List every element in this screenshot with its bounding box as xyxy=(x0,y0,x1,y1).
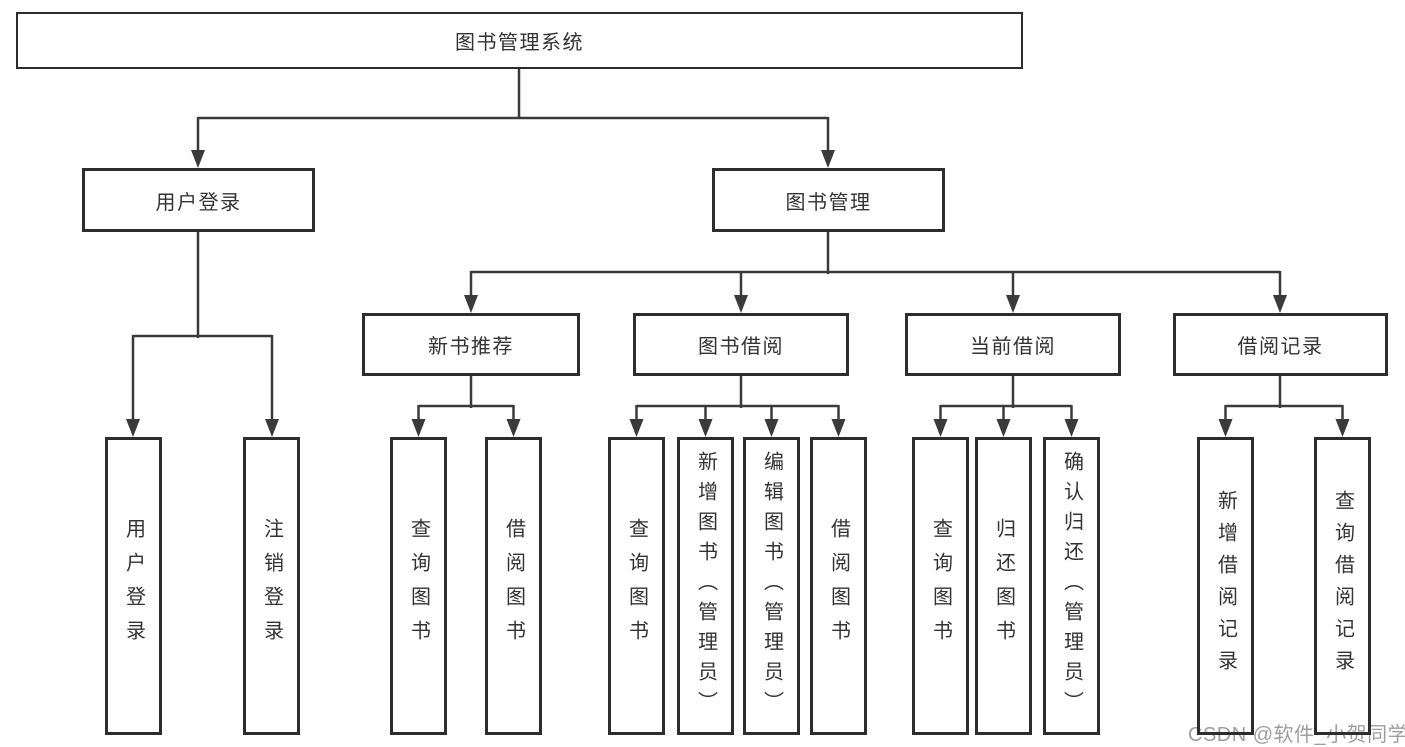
connector-current-borrow xyxy=(933,376,1079,437)
leaf-user-login: 用户登录 xyxy=(105,437,162,735)
leaf-return-book-label: 归还图书 xyxy=(992,518,1015,654)
leaf-borrow-book-2: 借阅图书 xyxy=(810,437,867,735)
leaf-logout-label: 注销登录 xyxy=(260,518,283,654)
leaf-query-book-2: 查询图书 xyxy=(608,437,665,735)
leaf-confirm-return-admin: 确认归还（管理员） xyxy=(1043,437,1100,735)
leaf-add-borrow-record: 新增借阅记录 xyxy=(1197,437,1254,735)
leaf-borrow-book-1: 借阅图书 xyxy=(485,437,542,735)
connector-user-login xyxy=(126,232,279,437)
node-borrow-records: 借阅记录 xyxy=(1173,313,1388,376)
leaf-add-book-admin-label: 新增图书（管理员） xyxy=(694,451,717,721)
leaf-edit-book-admin: 编辑图书（管理员） xyxy=(743,437,800,735)
node-new-book-rec: 新书推荐 xyxy=(362,313,580,376)
connector-new-book-rec xyxy=(411,376,521,437)
node-book-mgmt: 图书管理 xyxy=(712,168,945,232)
node-borrow-records-label: 借阅记录 xyxy=(1237,336,1324,358)
leaf-query-book-2-label: 查询图书 xyxy=(625,518,648,654)
leaf-borrow-book-1-label: 借阅图书 xyxy=(502,518,525,654)
node-user-login: 用户登录 xyxy=(82,168,315,232)
connector-book-mgmt xyxy=(464,232,1287,313)
node-book-mgmt-label: 图书管理 xyxy=(785,191,872,214)
leaf-borrow-book-2-label: 借阅图书 xyxy=(827,518,850,654)
leaf-query-book-1-label: 查询图书 xyxy=(407,518,430,654)
leaf-logout: 注销登录 xyxy=(243,437,300,735)
node-book-borrow-label: 图书借阅 xyxy=(698,336,784,358)
leaf-return-book: 归还图书 xyxy=(975,437,1032,735)
leaf-query-book-3: 查询图书 xyxy=(912,437,969,735)
node-user-login-label: 用户登录 xyxy=(155,191,242,214)
connector-book-borrow xyxy=(629,376,846,437)
leaf-add-book-admin: 新增图书（管理员） xyxy=(677,437,734,735)
node-new-book-rec-label: 新书推荐 xyxy=(428,336,514,358)
leaf-query-borrow-record-label: 查询借阅记录 xyxy=(1331,490,1354,682)
node-root: 图书管理系统 xyxy=(16,12,1023,69)
leaf-confirm-return-admin-label: 确认归还（管理员） xyxy=(1060,451,1083,721)
node-current-borrow-label: 当前借阅 xyxy=(970,336,1056,358)
node-current-borrow: 当前借阅 xyxy=(905,313,1121,376)
leaf-query-book-3-label: 查询图书 xyxy=(929,518,952,654)
leaf-query-borrow-record: 查询借阅记录 xyxy=(1314,437,1371,735)
leaf-add-borrow-record-label: 新增借阅记录 xyxy=(1214,490,1237,682)
connector-root xyxy=(191,68,835,168)
leaf-edit-book-admin-label: 编辑图书（管理员） xyxy=(760,451,783,721)
node-book-borrow: 图书借阅 xyxy=(633,313,849,376)
leaf-query-book-1: 查询图书 xyxy=(390,437,447,735)
node-root-label: 图书管理系统 xyxy=(455,32,584,54)
connector-borrow-records xyxy=(1218,376,1350,437)
leaf-user-login-label: 用户登录 xyxy=(122,518,145,654)
csdn-watermark: CSDN @软件_小贺同学 xyxy=(1188,724,1405,746)
